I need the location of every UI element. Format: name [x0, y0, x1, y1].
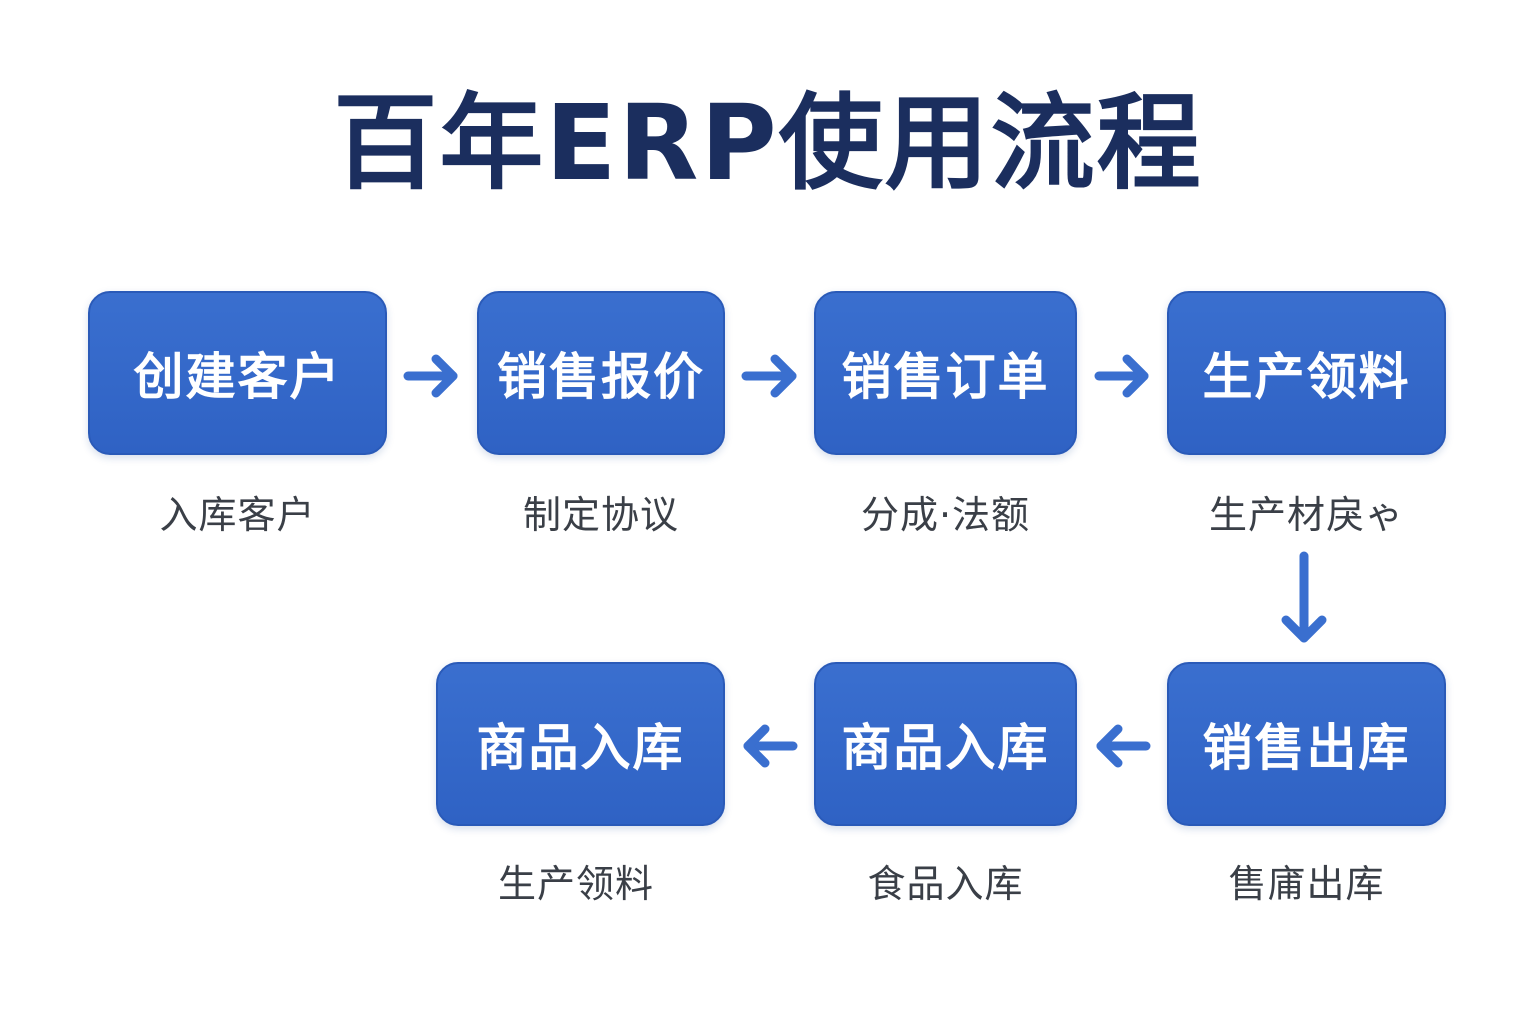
arrow-left-icon: [1096, 724, 1151, 768]
step-label: 生产领料: [1202, 348, 1411, 406]
step-sales-outbound: 销售出库: [1167, 662, 1446, 826]
step-caption: 售庯出库: [1228, 862, 1385, 906]
step-label: 商品入库: [476, 719, 685, 777]
step-caption: 生产材戾ゃ: [1208, 493, 1404, 537]
arrow-right-icon: [741, 354, 797, 398]
step-sales-quote: 销售报价: [477, 291, 725, 455]
step-caption: 制定协议: [522, 493, 679, 537]
step-label: 销售出库: [1202, 719, 1411, 777]
step-caption: 入库客户: [159, 493, 316, 537]
step-production-picking: 生产领料: [1167, 291, 1446, 455]
step-caption: 食品入库: [867, 862, 1024, 906]
arrow-left-icon: [743, 724, 798, 768]
arrow-down-icon: [1281, 551, 1327, 643]
step-sales-order: 销售订单: [814, 291, 1077, 455]
step-label: 创建客户: [133, 348, 342, 406]
step-caption: 生产领料: [497, 862, 654, 906]
step-label: 销售报价: [497, 348, 705, 406]
arrow-right-icon: [403, 354, 458, 398]
arrow-right-icon: [1094, 354, 1149, 398]
step-label: 销售订单: [841, 348, 1050, 406]
step-caption: 分成·法额: [860, 493, 1031, 537]
diagram-title: 百年ERP使用流程: [333, 82, 1203, 204]
step-create-customer: 创建客户: [88, 291, 387, 455]
step-label: 商品入库: [841, 719, 1050, 777]
step-goods-inbound-1: 商品入库: [814, 662, 1077, 826]
step-goods-inbound-2: 商品入库: [436, 662, 725, 826]
